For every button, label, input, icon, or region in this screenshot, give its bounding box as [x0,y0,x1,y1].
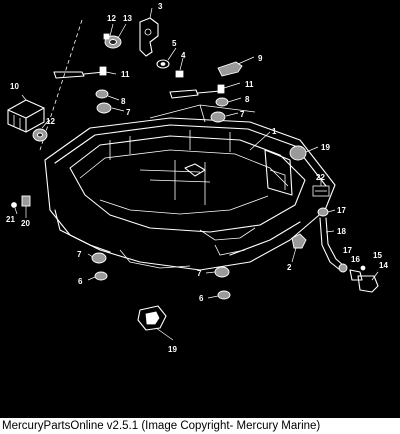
grommet-part-19-right[interactable] [289,145,307,161]
callout-17: 17 [343,246,352,255]
screw-part-12 [103,33,110,40]
callout-6: 6 [78,277,83,286]
plate-part-22[interactable] [312,185,330,197]
grommet-part-9[interactable] [217,61,243,77]
callout-13: 13 [123,14,132,23]
clamp-part-17-bottom[interactable] [338,263,348,273]
grommet-part-13[interactable] [103,33,122,49]
callout-9: 9 [258,54,263,63]
grommet-part-12-left[interactable] [32,128,48,142]
callout-8: 8 [121,97,126,106]
connector-part-14[interactable] [357,271,379,293]
plug-part-2[interactable] [291,233,307,249]
lower-cowl-part[interactable] [44,104,336,271]
callout-20: 20 [21,219,30,228]
callout-14: 14 [379,261,388,270]
callout-7: 7 [197,269,202,278]
fitting-part-20[interactable] [21,195,31,207]
callout-8: 8 [245,95,250,104]
callout-4: 4 [181,51,186,60]
callout-12: 12 [107,14,116,23]
washer-part-6-bottom-right[interactable] [217,290,231,300]
washer-part-6-bottom-left[interactable] [94,271,108,281]
parts-diagram: 3 12 13 5 4 9 11 11 8 8 7 7 10 12 1 19 2… [0,0,400,418]
callout-18: 18 [337,227,346,236]
leader-lines [14,7,336,341]
callout-7: 7 [77,250,82,259]
screw-part-21[interactable] [11,202,17,208]
grommet-part-19-bottom[interactable] [137,305,167,331]
callout-7: 7 [126,108,131,117]
callout-10: 10 [10,82,19,91]
image-caption: MercuryPartsOnline v2.5.1 (Image Copyrig… [0,418,400,434]
nut-part-4[interactable] [175,70,184,78]
callout-11: 11 [245,80,254,89]
callout-16: 16 [351,255,360,264]
callout-12: 12 [46,117,55,126]
callout-21: 21 [6,215,15,224]
washer-part-7-bottom-left[interactable] [91,252,107,264]
washer-part-8-right[interactable] [210,97,229,123]
callout-15: 15 [373,251,382,260]
bracket-part-3[interactable] [139,17,159,57]
callout-17: 17 [337,206,346,215]
washer-part-7-bottom-right[interactable] [214,266,230,278]
washer-part-8-left[interactable] [95,89,112,114]
callout-labels: 3 12 13 5 4 9 11 11 8 8 7 7 10 12 1 19 2… [6,2,388,354]
hose-part-18[interactable] [319,217,345,271]
pin-part-11-right[interactable] [169,84,225,99]
assembly-guide-line [39,19,83,151]
callout-7: 7 [240,110,245,119]
callout-5: 5 [172,39,177,48]
screw-part-15[interactable] [360,265,366,271]
fitting-part-16[interactable] [349,269,363,281]
callout-19: 19 [168,345,177,354]
pin-part-11-left[interactable] [53,66,107,79]
callout-19: 19 [321,143,330,152]
callout-3: 3 [158,2,163,11]
clamp-part-17-top[interactable] [317,207,329,217]
callout-11: 11 [121,70,130,79]
latch-part-10[interactable] [7,99,45,133]
washer-part-5[interactable] [156,59,170,69]
callout-1: 1 [272,127,277,136]
callout-2: 2 [287,263,292,272]
callout-6: 6 [199,294,204,303]
callout-22: 22 [316,173,325,182]
